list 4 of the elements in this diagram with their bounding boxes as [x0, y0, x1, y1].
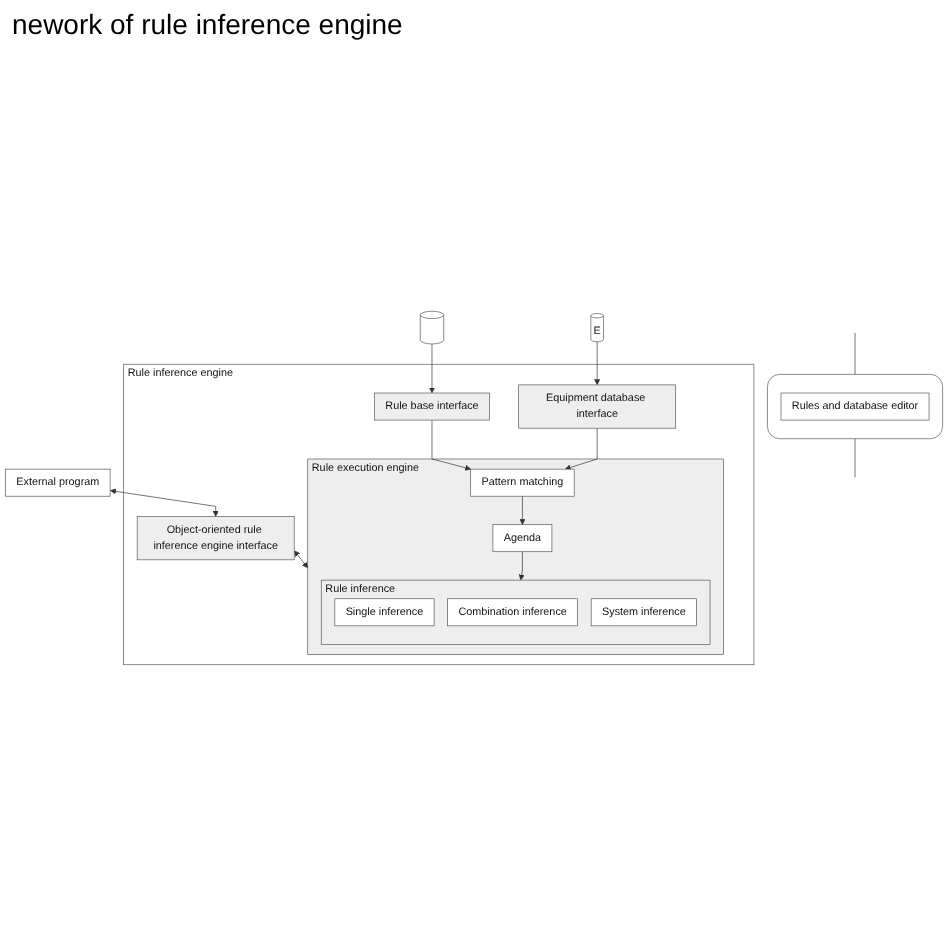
diagram-title: nework of rule inference engine [10, 6, 405, 44]
arrow [294, 550, 308, 569]
node-cylinder [419, 310, 445, 345]
cluster [767, 374, 943, 440]
